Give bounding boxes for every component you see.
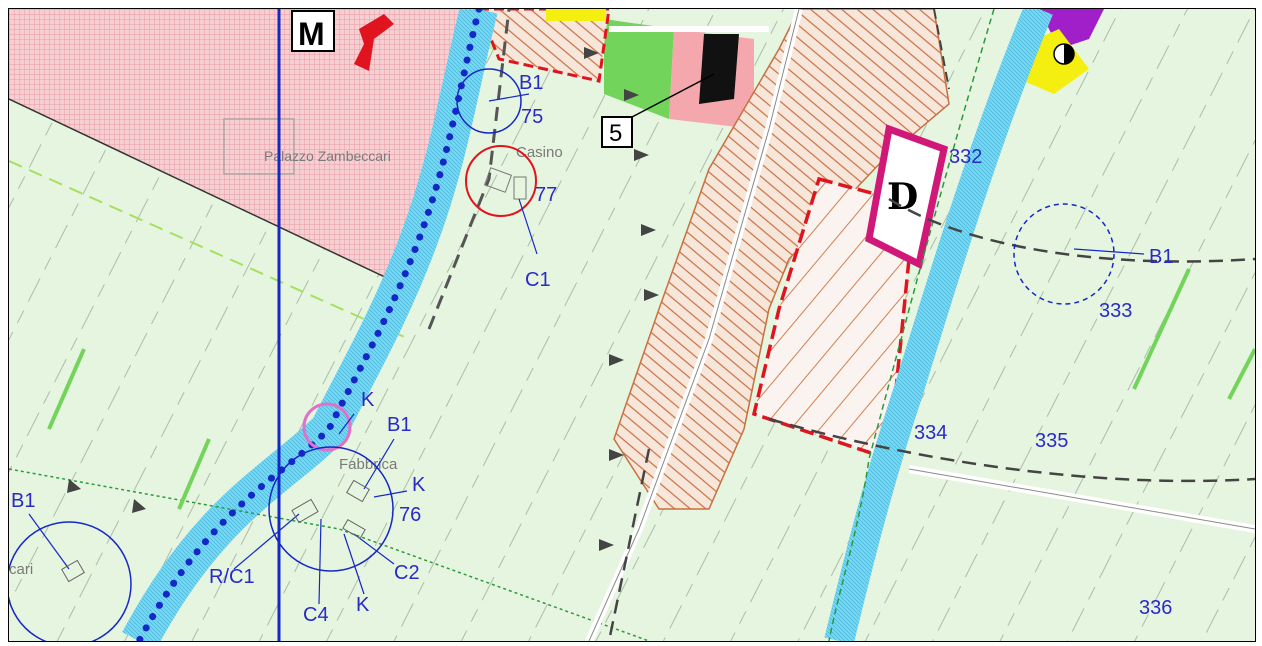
- palazzo-label: Palazzo Zambeccari: [264, 148, 391, 164]
- letter-m: M: [298, 16, 325, 52]
- bright-green-line: [1132, 268, 1191, 390]
- slope-marks: [67, 47, 659, 551]
- main-road-edge: [588, 9, 800, 641]
- bright-green-line-4: [177, 438, 211, 510]
- label-k-mid: K: [412, 474, 426, 496]
- label-c1-top: C1: [525, 269, 551, 291]
- dashed-track-south: [768, 417, 1255, 483]
- circle-k-magenta[interactable]: [302, 402, 352, 452]
- label-c4: C4: [303, 604, 329, 626]
- hedge-line: [828, 9, 995, 641]
- green-field: [604, 19, 674, 119]
- label-k-bottom: K: [356, 594, 370, 616]
- circle-76[interactable]: [268, 446, 394, 572]
- leader-c2: [353, 533, 395, 565]
- leader-b1-mid: [363, 438, 395, 490]
- letter-box-m[interactable]: [291, 10, 335, 52]
- circle-77[interactable]: [465, 145, 537, 217]
- bright-green-line-2: [1227, 348, 1255, 400]
- leader-rc1: [233, 513, 300, 570]
- fabbrica-label: Fabbrica: [339, 456, 398, 473]
- leader-b1-right: [1073, 248, 1145, 255]
- label-332: 332: [949, 146, 982, 168]
- label-k-top: K: [361, 389, 375, 411]
- building: [291, 498, 319, 524]
- label-333: 333: [1099, 300, 1132, 322]
- leader-k-mid: [373, 490, 408, 498]
- label-336: 336: [1139, 597, 1172, 619]
- label-c2: C2: [394, 562, 420, 584]
- label-75: 75: [521, 106, 543, 128]
- label-335: 335: [1035, 430, 1068, 452]
- east-road-edge: [908, 468, 1255, 530]
- bright-green-line-3: [47, 348, 86, 430]
- leader-b1-left: [28, 513, 70, 570]
- label-76: 76: [399, 504, 421, 526]
- leader-c1: [518, 198, 538, 255]
- villa-park-area: [9, 9, 479, 279]
- river-east: [824, 9, 1053, 641]
- building: [342, 518, 366, 540]
- circle-b1-left[interactable]: [9, 521, 132, 641]
- map-viewport[interactable]: Palazzo Zambeccari D M: [8, 8, 1256, 642]
- left-place-label: cari: [9, 561, 33, 578]
- green-dashed-line: [9, 160, 410, 340]
- red-dashed-zone-top: [477, 9, 611, 83]
- palazzo-building: [223, 118, 295, 175]
- yellow-strip: [546, 9, 606, 21]
- label-334: 334: [914, 422, 947, 444]
- map-canvas: Palazzo Zambeccari D M: [9, 9, 1255, 641]
- building: [346, 479, 370, 503]
- label-b1-left: B1: [11, 490, 35, 512]
- number-5: 5: [609, 120, 622, 147]
- zone-d-box[interactable]: [865, 124, 949, 270]
- leader-k-top: [338, 413, 355, 435]
- circle-b1-75[interactable]: [456, 68, 522, 134]
- casino-building: [483, 167, 513, 193]
- label-rc1: R/C1: [209, 566, 255, 588]
- building: [61, 559, 85, 583]
- dashed-track-north: [933, 9, 950, 90]
- dashed-track-east: [888, 197, 1255, 263]
- leader-k-bottom: [343, 533, 365, 595]
- dashed-track: [427, 9, 511, 330]
- red-arrow-icon: [354, 14, 394, 71]
- label-b1-mid: B1: [387, 414, 411, 436]
- casino-annex: [513, 176, 527, 200]
- label-b1-top: B1: [519, 72, 543, 94]
- black-building: [699, 34, 739, 104]
- residential-zone: [613, 9, 950, 510]
- leader-c4: [318, 518, 322, 605]
- dashed-track-road: [607, 448, 651, 641]
- label-77: 77: [535, 184, 557, 206]
- label-b1-right: B1: [1149, 246, 1173, 268]
- boundary-line: [9, 98, 390, 280]
- circle-b1-333[interactable]: [1013, 203, 1115, 305]
- leader-b1: [488, 93, 530, 102]
- number-box-5[interactable]: [601, 116, 633, 148]
- leader-5: [631, 73, 715, 118]
- half-filled-circle-icon-fill: [1064, 44, 1074, 64]
- blue-dotted-boundary: [135, 9, 483, 641]
- casino-label: Casino: [516, 144, 563, 161]
